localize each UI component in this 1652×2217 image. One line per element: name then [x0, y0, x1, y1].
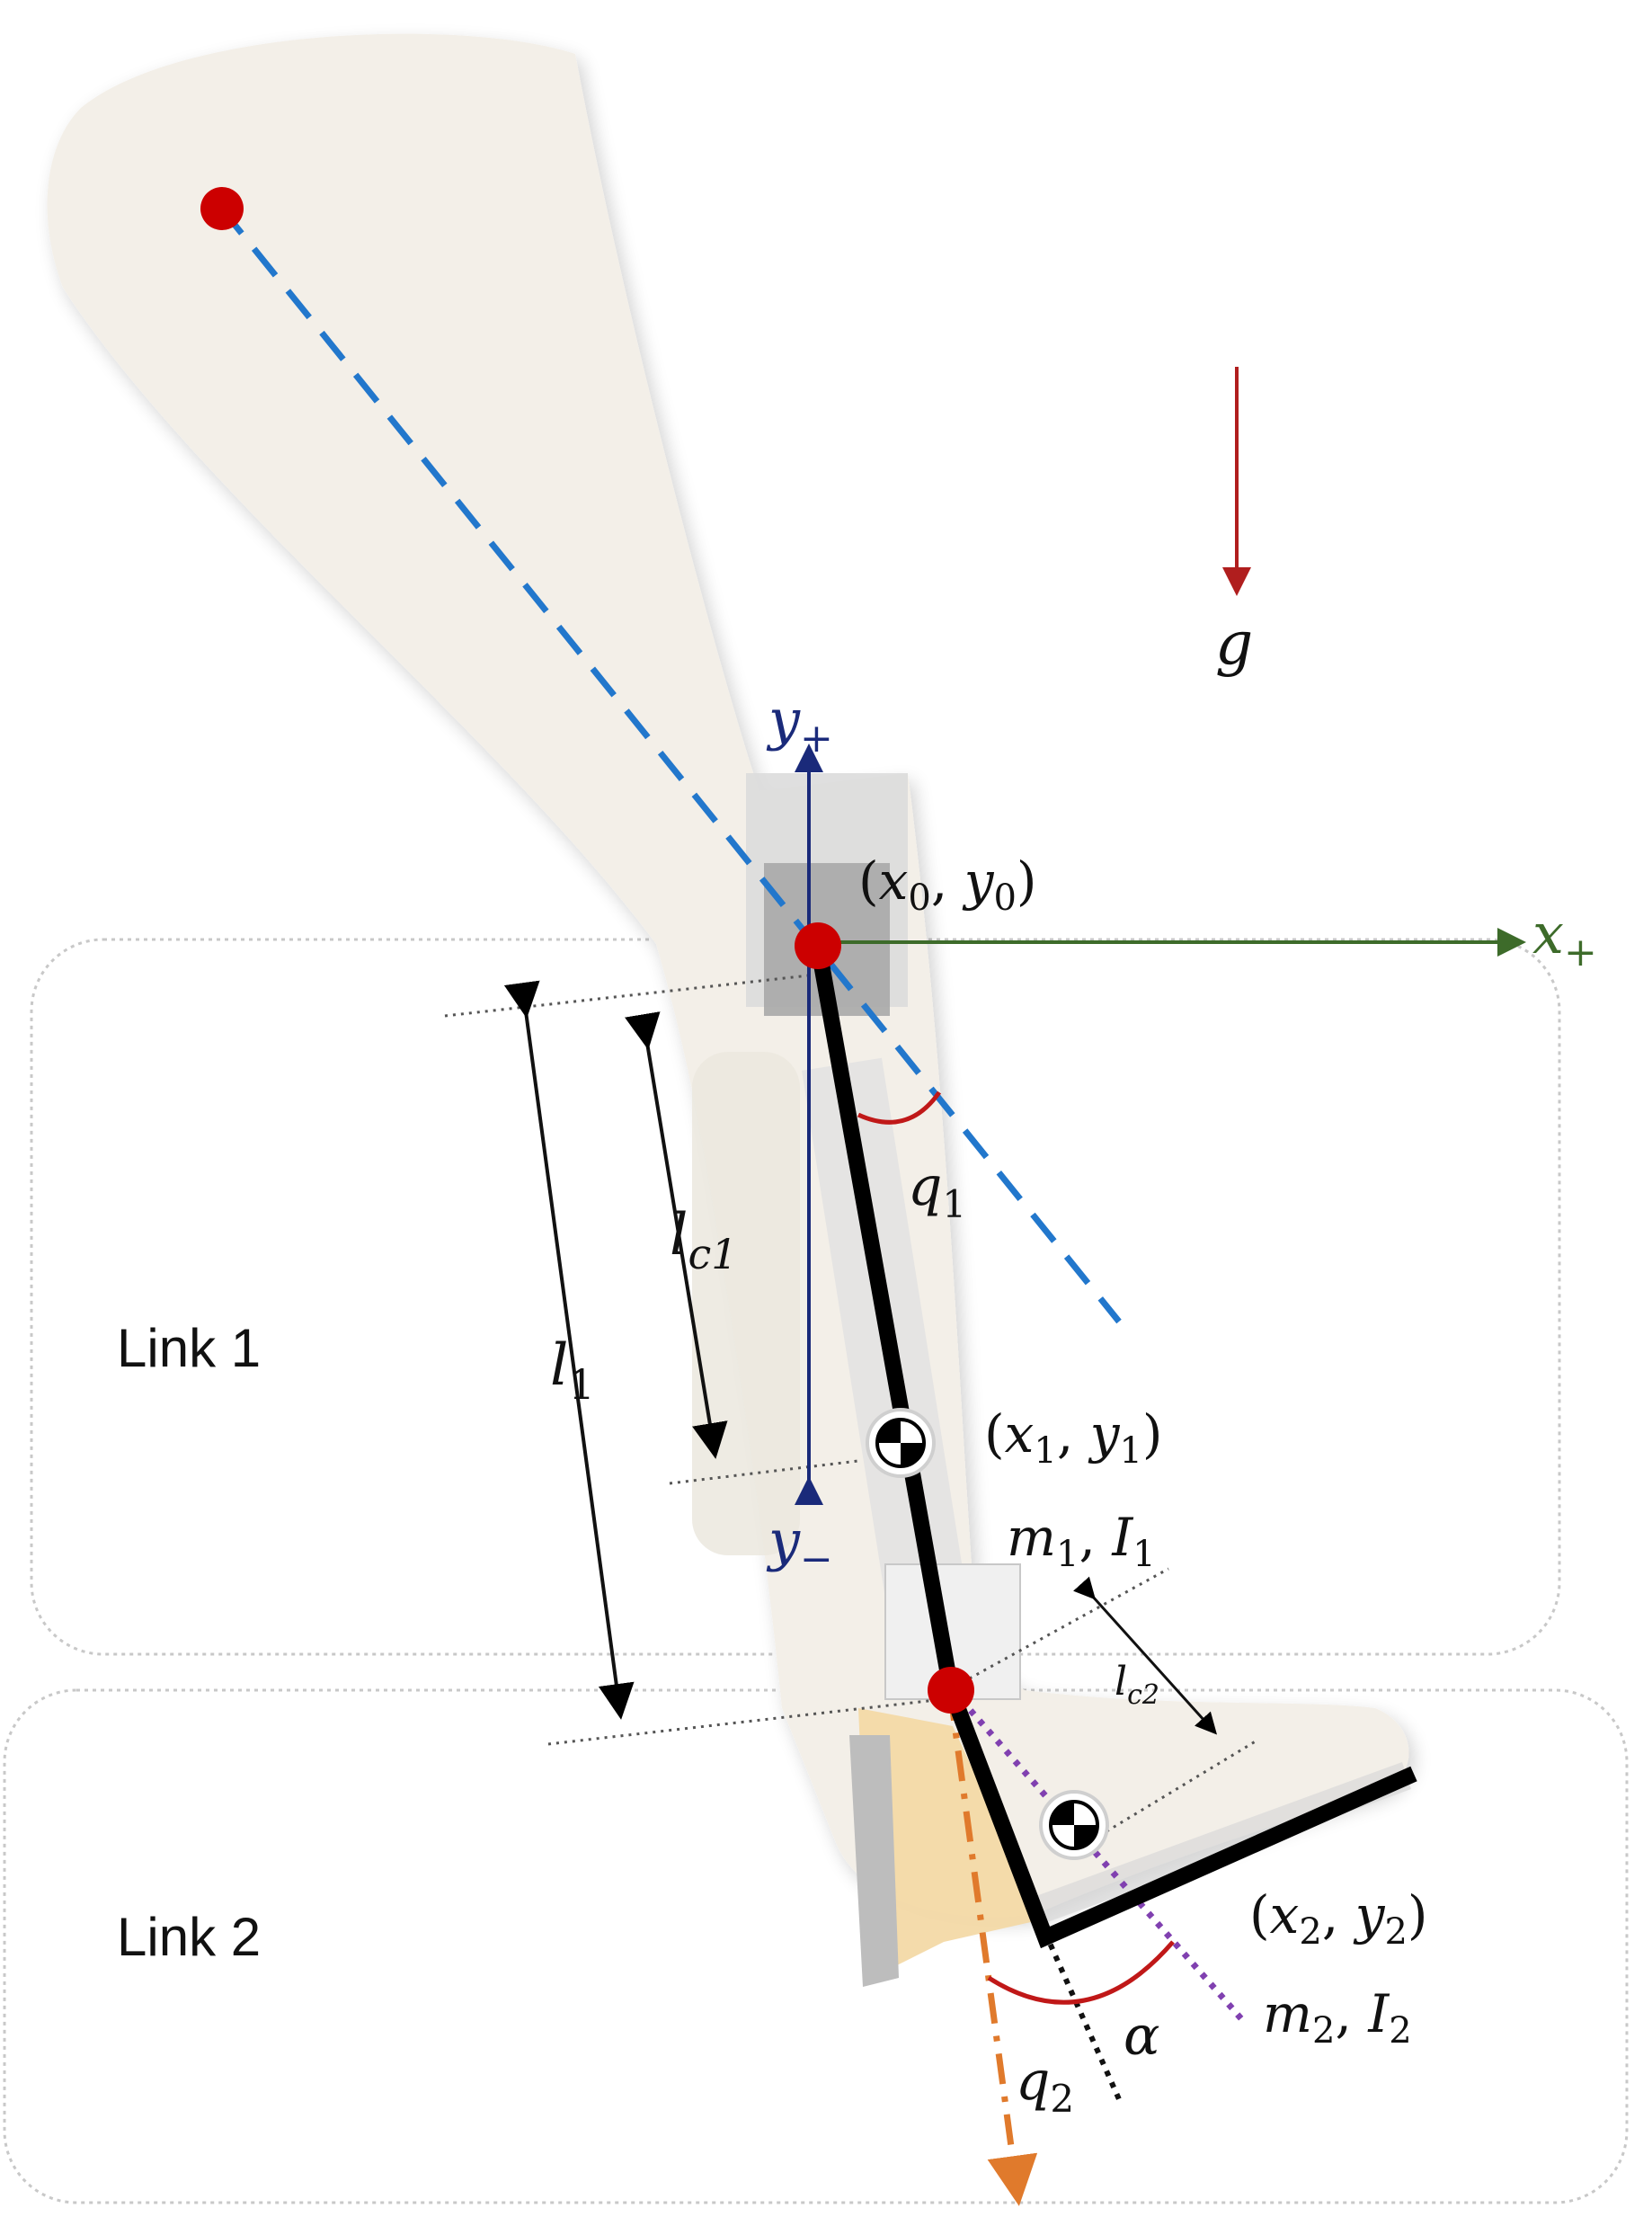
ankle-joint	[928, 1667, 974, 1714]
q1-label: q1	[908, 1155, 966, 1226]
thigh-axis-line	[218, 204, 1122, 1324]
com2-marker	[1039, 1790, 1109, 1860]
leg-silhouette	[47, 33, 1409, 1918]
links	[810, 942, 1417, 1949]
link2-segment	[943, 1687, 1417, 1949]
guide-lc2-lower	[1064, 1738, 1259, 1858]
dimension-guides	[444, 974, 1259, 1858]
foot-plate	[1034, 1762, 1411, 1924]
foot-normal-line	[950, 1687, 1248, 2026]
y-plus-base: y	[766, 687, 801, 752]
com1-label: (x1, y1)	[984, 1403, 1163, 1472]
hip-joint	[200, 187, 244, 230]
x-plus-sub: +	[1564, 930, 1597, 975]
mass2-label: m2, I2	[1263, 1983, 1412, 2052]
y-minus-sub: −	[800, 1536, 833, 1582]
q2-alpha-arc	[987, 1940, 1175, 2005]
ankle-gray-plate	[849, 1735, 899, 1987]
x-plus-base: x	[1532, 901, 1564, 966]
link1-label: Link 1	[117, 1318, 261, 1378]
origin-label: (x0, y0)	[858, 850, 1037, 919]
q2-label: q2	[1016, 2050, 1074, 2121]
alpha-ref-line	[1043, 1931, 1122, 2101]
lc1-label: lc1	[670, 1202, 738, 1278]
y-plus-label: y+	[766, 687, 833, 761]
lc1-arrow	[625, 1011, 728, 1459]
mass1-label: m1, I1	[1007, 1507, 1156, 1575]
x-plus-label: x+	[1532, 901, 1597, 975]
lc2-label: lc2	[1115, 1659, 1159, 1711]
link2-label: Link 2	[117, 1907, 261, 1967]
guide-l1	[547, 1697, 945, 1746]
thigh-shape	[47, 33, 1409, 1918]
y-plus-sub: +	[800, 716, 833, 761]
alpha-label: α	[1124, 2005, 1160, 2068]
link1-segment	[810, 942, 959, 1692]
shank-axis-line	[946, 1689, 1038, 2206]
ankle-orange-block	[858, 1708, 1043, 1969]
gravity-label: g	[1215, 609, 1253, 678]
com1-marker	[866, 1408, 936, 1478]
knee-joint	[795, 922, 841, 969]
lc2-arrow	[1073, 1576, 1218, 1735]
q1-arc	[857, 1091, 942, 1125]
guide-lc2-upper	[947, 1567, 1169, 1692]
dimension-arrows	[503, 980, 1218, 1735]
l1-arrow	[503, 980, 635, 1720]
y-minus-label: y−	[766, 1508, 833, 1582]
brace-cuff	[692, 1052, 800, 1555]
l1-label: l1	[550, 1332, 595, 1409]
y-minus-base: y	[766, 1508, 801, 1573]
com2-label: (x2, y2)	[1249, 1884, 1428, 1953]
